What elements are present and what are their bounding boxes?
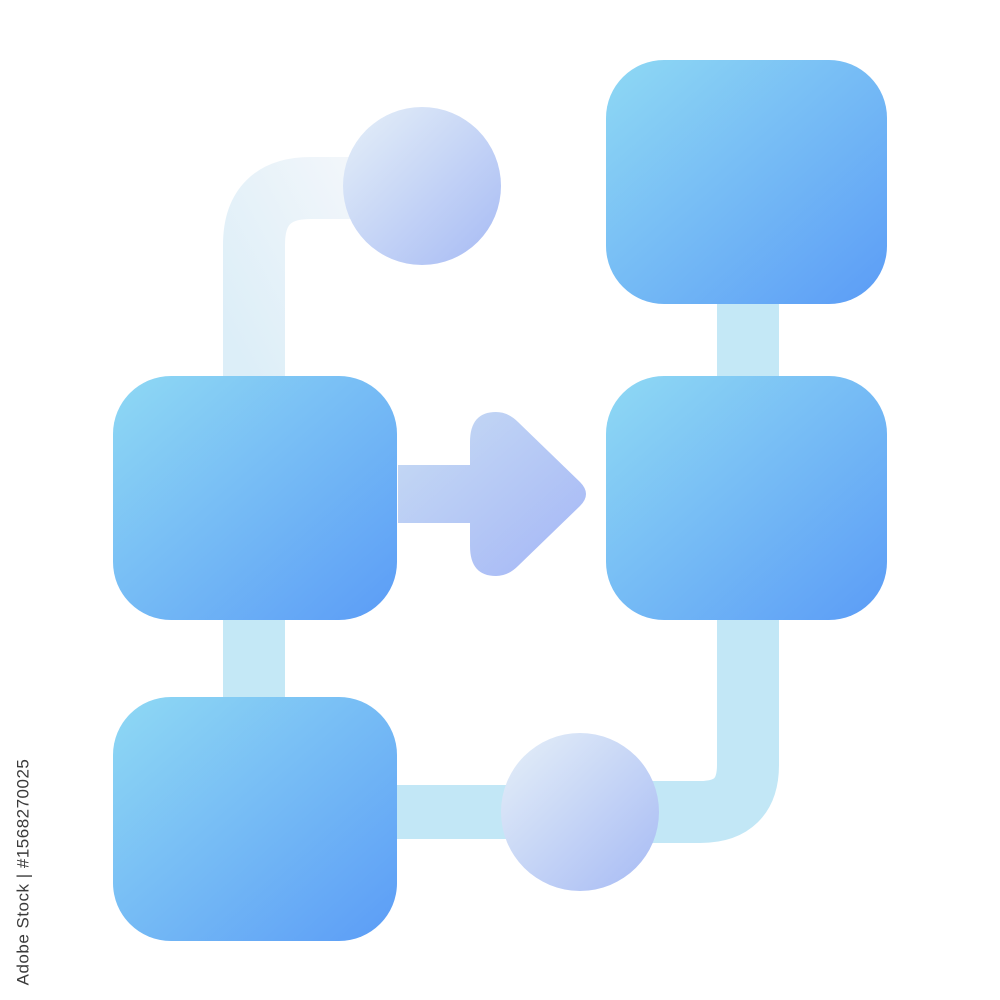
process-block-bottom-left xyxy=(113,697,397,941)
decision-node-top xyxy=(343,107,501,265)
process-block-top-right xyxy=(606,60,887,304)
process-block-middle-left xyxy=(113,376,397,620)
connector-top-left xyxy=(223,157,360,385)
connector-bottom-right xyxy=(640,615,779,843)
connector-lines xyxy=(223,157,779,843)
stock-id-label: Adobe Stock | #1568270025 xyxy=(11,752,35,992)
stock-id-text: Adobe Stock | #1568270025 xyxy=(13,758,33,986)
process-block-middle-right xyxy=(606,376,887,620)
decision-node-bottom xyxy=(501,733,659,891)
flow-arrow-icon xyxy=(398,412,586,576)
